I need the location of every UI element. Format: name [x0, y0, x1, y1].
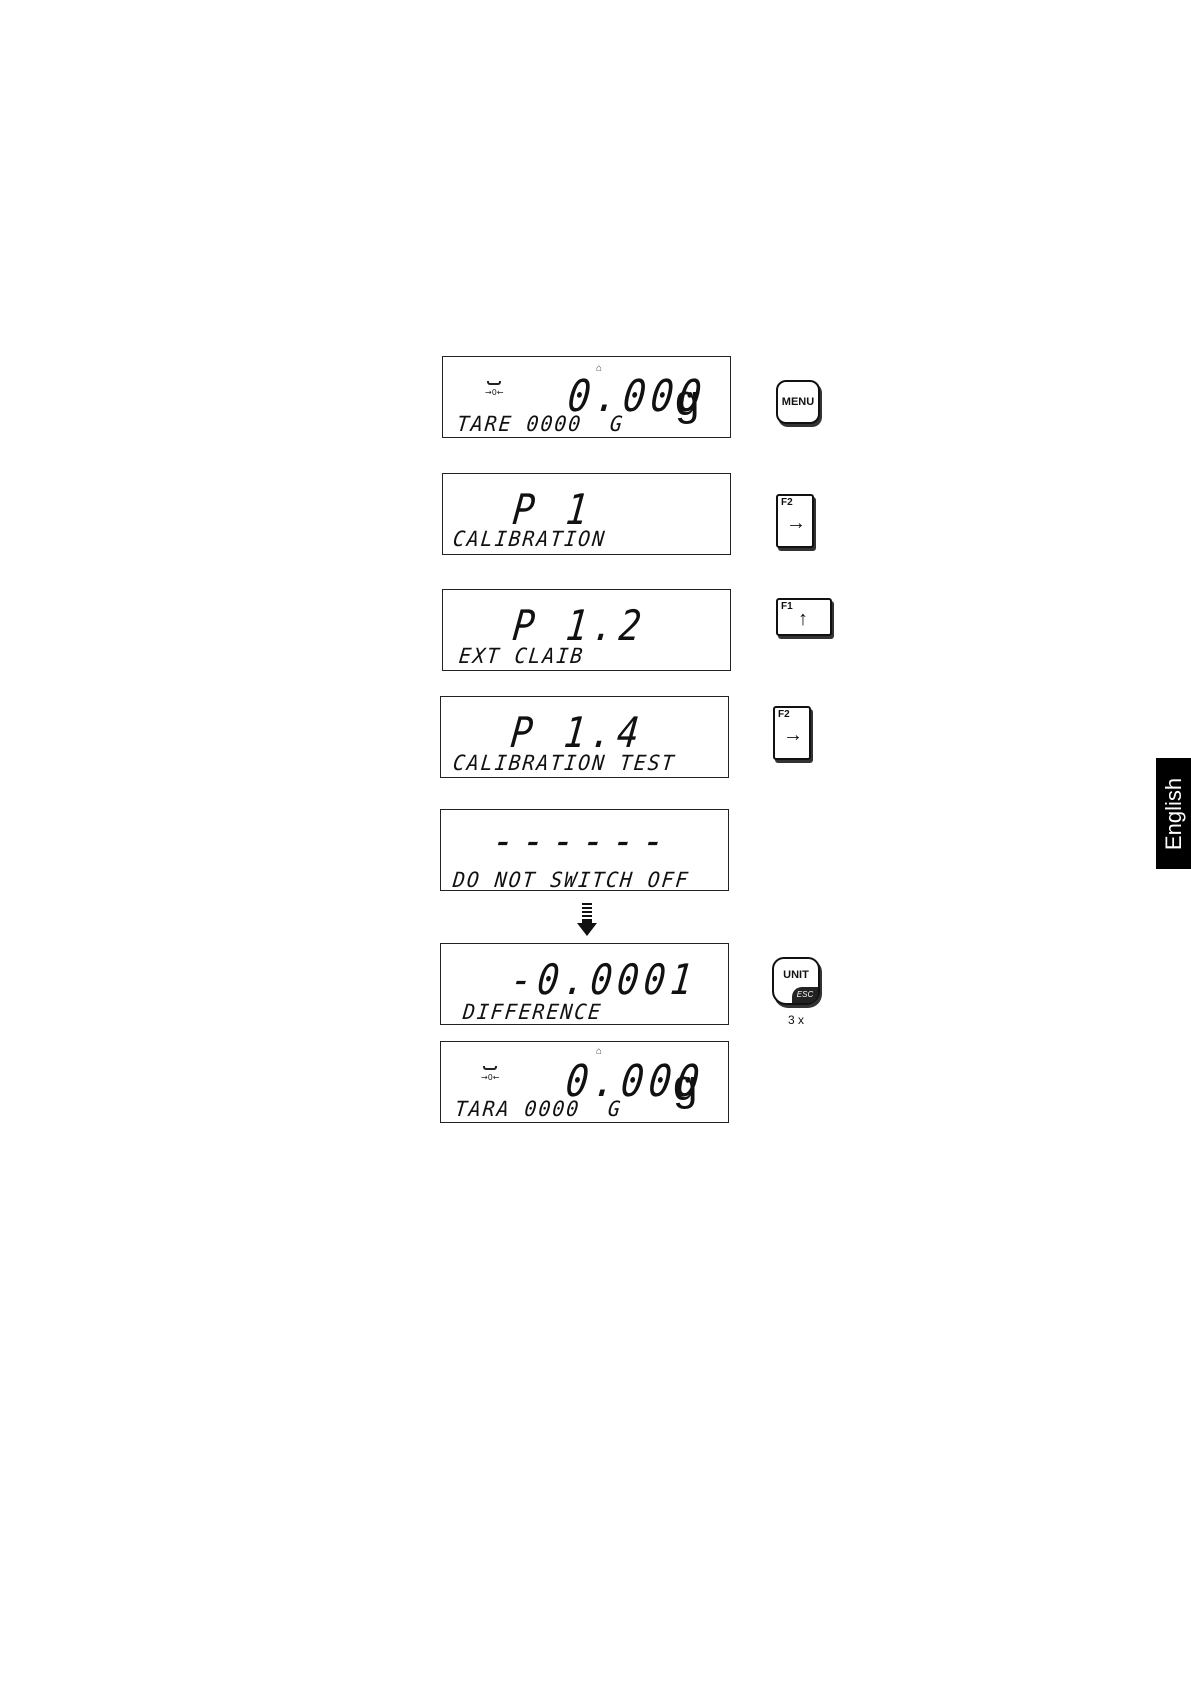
- display-step-3: P 1.2 EXT CLAIB: [442, 589, 731, 671]
- display-step-6: -0.0001 DIFFERENCE: [440, 943, 729, 1025]
- display-step-7: ⌂ →0← 0.000 g TARA 0000 G: [440, 1041, 729, 1123]
- display-unit: g: [675, 379, 699, 423]
- display-main-value: P 1: [511, 489, 595, 531]
- arrow-right-icon: →: [786, 512, 806, 535]
- esc-label: ESC: [792, 987, 818, 1003]
- display-sub-text: DO NOT SWITCH OFF: [452, 870, 691, 891]
- display-sub-text: TARA 0000 G: [454, 1099, 623, 1120]
- display-main-value: P 1.4: [509, 712, 646, 754]
- display-unit: g: [673, 1064, 697, 1108]
- display-step-4: P 1.4 CALIBRATION TEST: [440, 696, 729, 778]
- key-label: F1: [781, 601, 793, 612]
- display-main-value: P 1.2: [511, 605, 648, 647]
- language-label: English: [1161, 777, 1187, 849]
- f2-right-key[interactable]: F2 →: [776, 494, 814, 548]
- f1-up-key[interactable]: F1 ↑: [776, 598, 832, 636]
- display-main-value: ------: [491, 820, 675, 862]
- key-label: F2: [781, 497, 793, 508]
- zero-icon: →0←: [485, 381, 505, 399]
- down-arrow-icon: [574, 903, 600, 937]
- display-sub-text: DIFFERENCE: [462, 1002, 603, 1023]
- key-label: F2: [778, 709, 790, 720]
- display-step-2: P 1 CALIBRATION: [442, 473, 731, 555]
- display-step-5: ------ DO NOT SWITCH OFF: [440, 809, 729, 891]
- unit-esc-key[interactable]: UNIT ESC: [772, 957, 820, 1005]
- press-count: 3 x: [788, 1013, 804, 1027]
- display-sub-text: CALIBRATION TEST: [452, 753, 677, 774]
- display-sub-text: TARE 0000 G: [456, 414, 625, 435]
- key-label: UNIT: [774, 969, 818, 981]
- arrow-up-icon: ↑: [798, 608, 808, 631]
- zero-icon: →0←: [481, 1066, 501, 1084]
- display-main-value: -0.0001: [509, 959, 700, 1001]
- display-sub-text: CALIBRATION: [452, 529, 607, 550]
- language-tab: English: [1156, 758, 1191, 869]
- arrow-right-icon: →: [783, 724, 803, 747]
- display-sub-text: EXT CLAIB: [458, 646, 585, 667]
- display-step-1: ⌂ →0← 0.000 g TARE 0000 G: [442, 356, 731, 438]
- f2-right-key[interactable]: F2 →: [773, 706, 811, 760]
- menu-key[interactable]: MENU: [776, 380, 820, 424]
